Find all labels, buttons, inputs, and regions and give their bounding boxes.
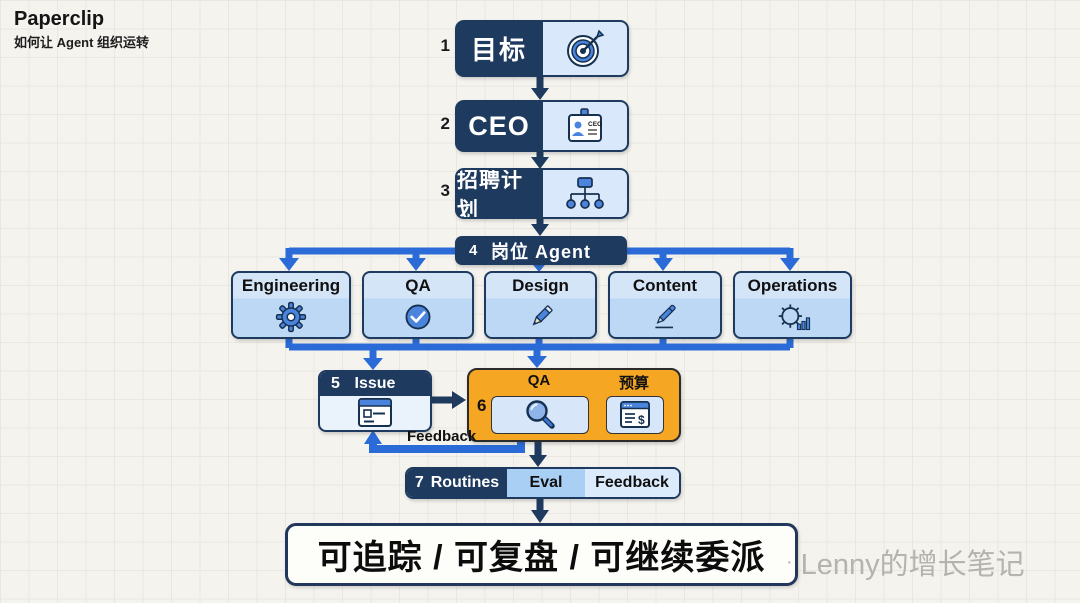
budget-panel: $	[606, 396, 664, 434]
role-agent-bar: 4 岗位 Agent	[455, 236, 627, 265]
pen-icon	[610, 296, 720, 337]
gear-chart-icon	[735, 296, 850, 337]
step7-number: 7	[414, 474, 424, 491]
step5-number: 5	[331, 375, 340, 392]
dept-content-label: Content	[632, 276, 698, 295]
goal-icon-pane	[541, 22, 627, 75]
badge-text: CEO	[588, 121, 602, 128]
issue-box: 5 Issue	[318, 370, 432, 432]
step6-number: 6	[477, 396, 487, 415]
issue-header: 5 Issue	[320, 372, 430, 396]
budget-panel-label: 预算	[618, 375, 649, 392]
routines-label: Routines	[430, 474, 500, 491]
hiring-plan-icon-pane	[541, 170, 627, 217]
step1-number: 1	[440, 36, 450, 55]
check-circle-icon	[364, 296, 472, 337]
dept-design-label: Design	[512, 276, 569, 295]
dept-design: Design	[484, 271, 597, 339]
goal-label: 目标	[457, 22, 541, 75]
step4-number: 4	[469, 242, 478, 259]
budget-window-icon: $	[620, 401, 650, 428]
dept-operations: Operations	[733, 271, 852, 339]
org-chart-icon	[566, 176, 604, 209]
dollar-symbol: $	[638, 413, 645, 427]
ceo-icon-pane: CEO	[541, 102, 627, 150]
ceo-box: CEO CEO	[455, 100, 629, 152]
dept-qa: QA	[362, 271, 474, 339]
role-agent-label: 岗位 Agent	[491, 241, 591, 262]
gear-icon	[233, 296, 349, 337]
dept-engineering-label: Engineering	[241, 276, 341, 295]
feedback-segment: Feedback	[585, 469, 679, 497]
qa-panel-label: QA	[527, 372, 551, 389]
routines-segment: 7 Routines	[407, 469, 507, 497]
qa-budget-box: 6 QA 预算 $	[467, 368, 681, 442]
feedback-loop-arrow	[364, 430, 525, 453]
hiring-plan-label: 招聘计划	[457, 170, 541, 217]
target-icon	[567, 29, 605, 67]
step2-number: 2	[440, 114, 450, 133]
page-subtitle: 如何让 Agent 组织运转	[14, 35, 150, 50]
hiring-plan-box: 招聘计划	[455, 168, 629, 219]
magnifier-icon	[526, 400, 555, 429]
watermark-text: Lenny的增长笔记	[800, 549, 1025, 581]
dept-engineering: Engineering	[231, 271, 351, 339]
issue-window-icon	[358, 398, 392, 427]
page-title: Paperclip	[14, 8, 105, 30]
ceo-label: CEO	[457, 102, 541, 150]
issue-label: Issue	[354, 375, 396, 392]
qa-panel	[491, 396, 589, 434]
dept-content: Content	[608, 271, 722, 339]
id-badge-icon: CEO	[568, 108, 602, 142]
pencil-icon	[486, 296, 595, 337]
routines-row: 7 Routines Eval Feedback	[405, 467, 681, 499]
summary-banner: 可追踪 / 可复盘 / 可继续委派	[285, 523, 798, 586]
issue-body	[320, 396, 430, 430]
eval-segment: Eval	[507, 469, 585, 497]
dept-operations-label: Operations	[747, 276, 838, 295]
watermark: · Lenny的增长笔记	[786, 541, 1025, 583]
step3-number: 3	[440, 181, 450, 200]
goal-box: 目标	[455, 20, 629, 77]
dept-qa-label: QA	[405, 276, 431, 295]
feedback-loop-label: Feedback	[407, 428, 477, 445]
watermark-separator: ·	[786, 550, 793, 573]
